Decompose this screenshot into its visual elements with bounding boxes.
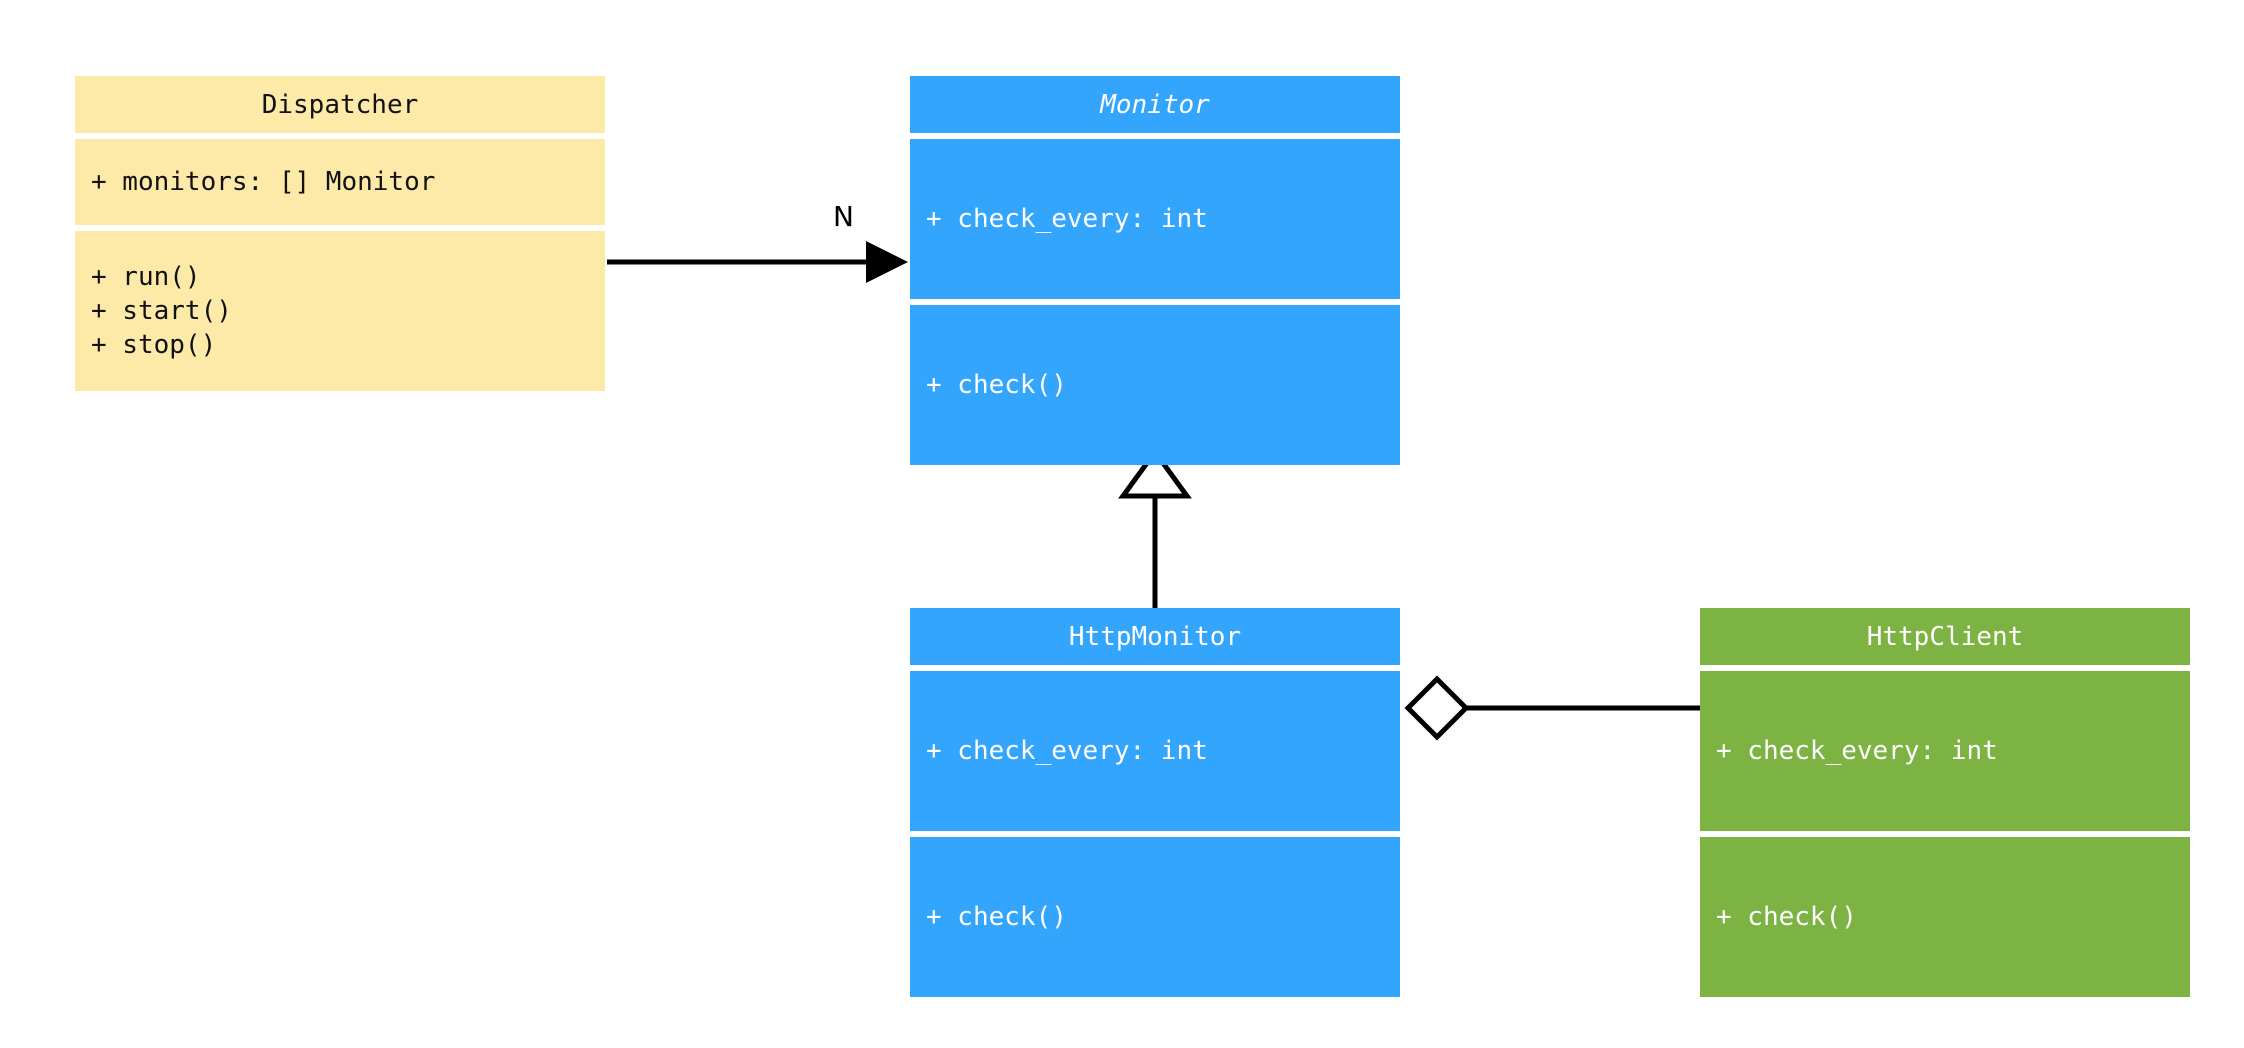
filled-triangle-arrowhead-icon [866,241,908,283]
operation-row: + stop() [91,330,217,361]
class-attributes-compartment: + monitors: [] Monitor [75,139,605,225]
class-title-compartment: HttpMonitor [910,608,1400,665]
class-attributes-compartment: + check_every: int [1700,671,2190,831]
class-operations-compartment: + run() + start() + stop() [75,231,605,391]
class-attributes-compartment: + check_every: int [910,671,1400,831]
operation-row: + check() [926,901,1067,932]
attribute-row: + check_every: int [926,203,1208,234]
class-box-httpclient[interactable]: HttpClient + check_every: int + check() [1700,608,2190,997]
attribute-row: + check_every: int [1716,735,1998,766]
class-operations-compartment: + check() [910,305,1400,465]
class-operations-compartment: + check() [910,837,1400,997]
operation-row: + start() [91,295,232,326]
operation-row: + check() [1716,901,1857,932]
class-name-httpclient: HttpClient [1866,621,2024,652]
attribute-row: + check_every: int [926,735,1208,766]
class-box-dispatcher[interactable]: Dispatcher + monitors: [] Monitor + run(… [75,76,605,391]
association-multiplicity-label: N [833,200,854,233]
class-box-httpmonitor[interactable]: HttpMonitor + check_every: int + check() [910,608,1400,997]
edge-httpmonitor-to-httpclient [1404,675,1700,741]
class-name-httpmonitor: HttpMonitor [1068,621,1242,652]
edge-dispatcher-to-monitor [607,241,908,283]
class-box-monitor[interactable]: Monitor + check_every: int + check() [910,76,1400,465]
attribute-row: + monitors: [] Monitor [91,166,436,197]
class-title-compartment: HttpClient [1700,608,2190,665]
class-name-monitor: Monitor [1100,89,1210,120]
operation-row: + run() [91,261,201,292]
class-operations-compartment: + check() [1700,837,2190,997]
hollow-diamond-aggregation-icon [1404,675,1470,741]
class-attributes-compartment: + check_every: int [910,139,1400,299]
class-name-dispatcher: Dispatcher [261,89,419,120]
operation-row: + check() [926,369,1067,400]
class-title-compartment: Dispatcher [75,76,605,133]
class-title-compartment: Monitor [910,76,1400,133]
edge-httpmonitor-to-monitor [1118,447,1192,608]
